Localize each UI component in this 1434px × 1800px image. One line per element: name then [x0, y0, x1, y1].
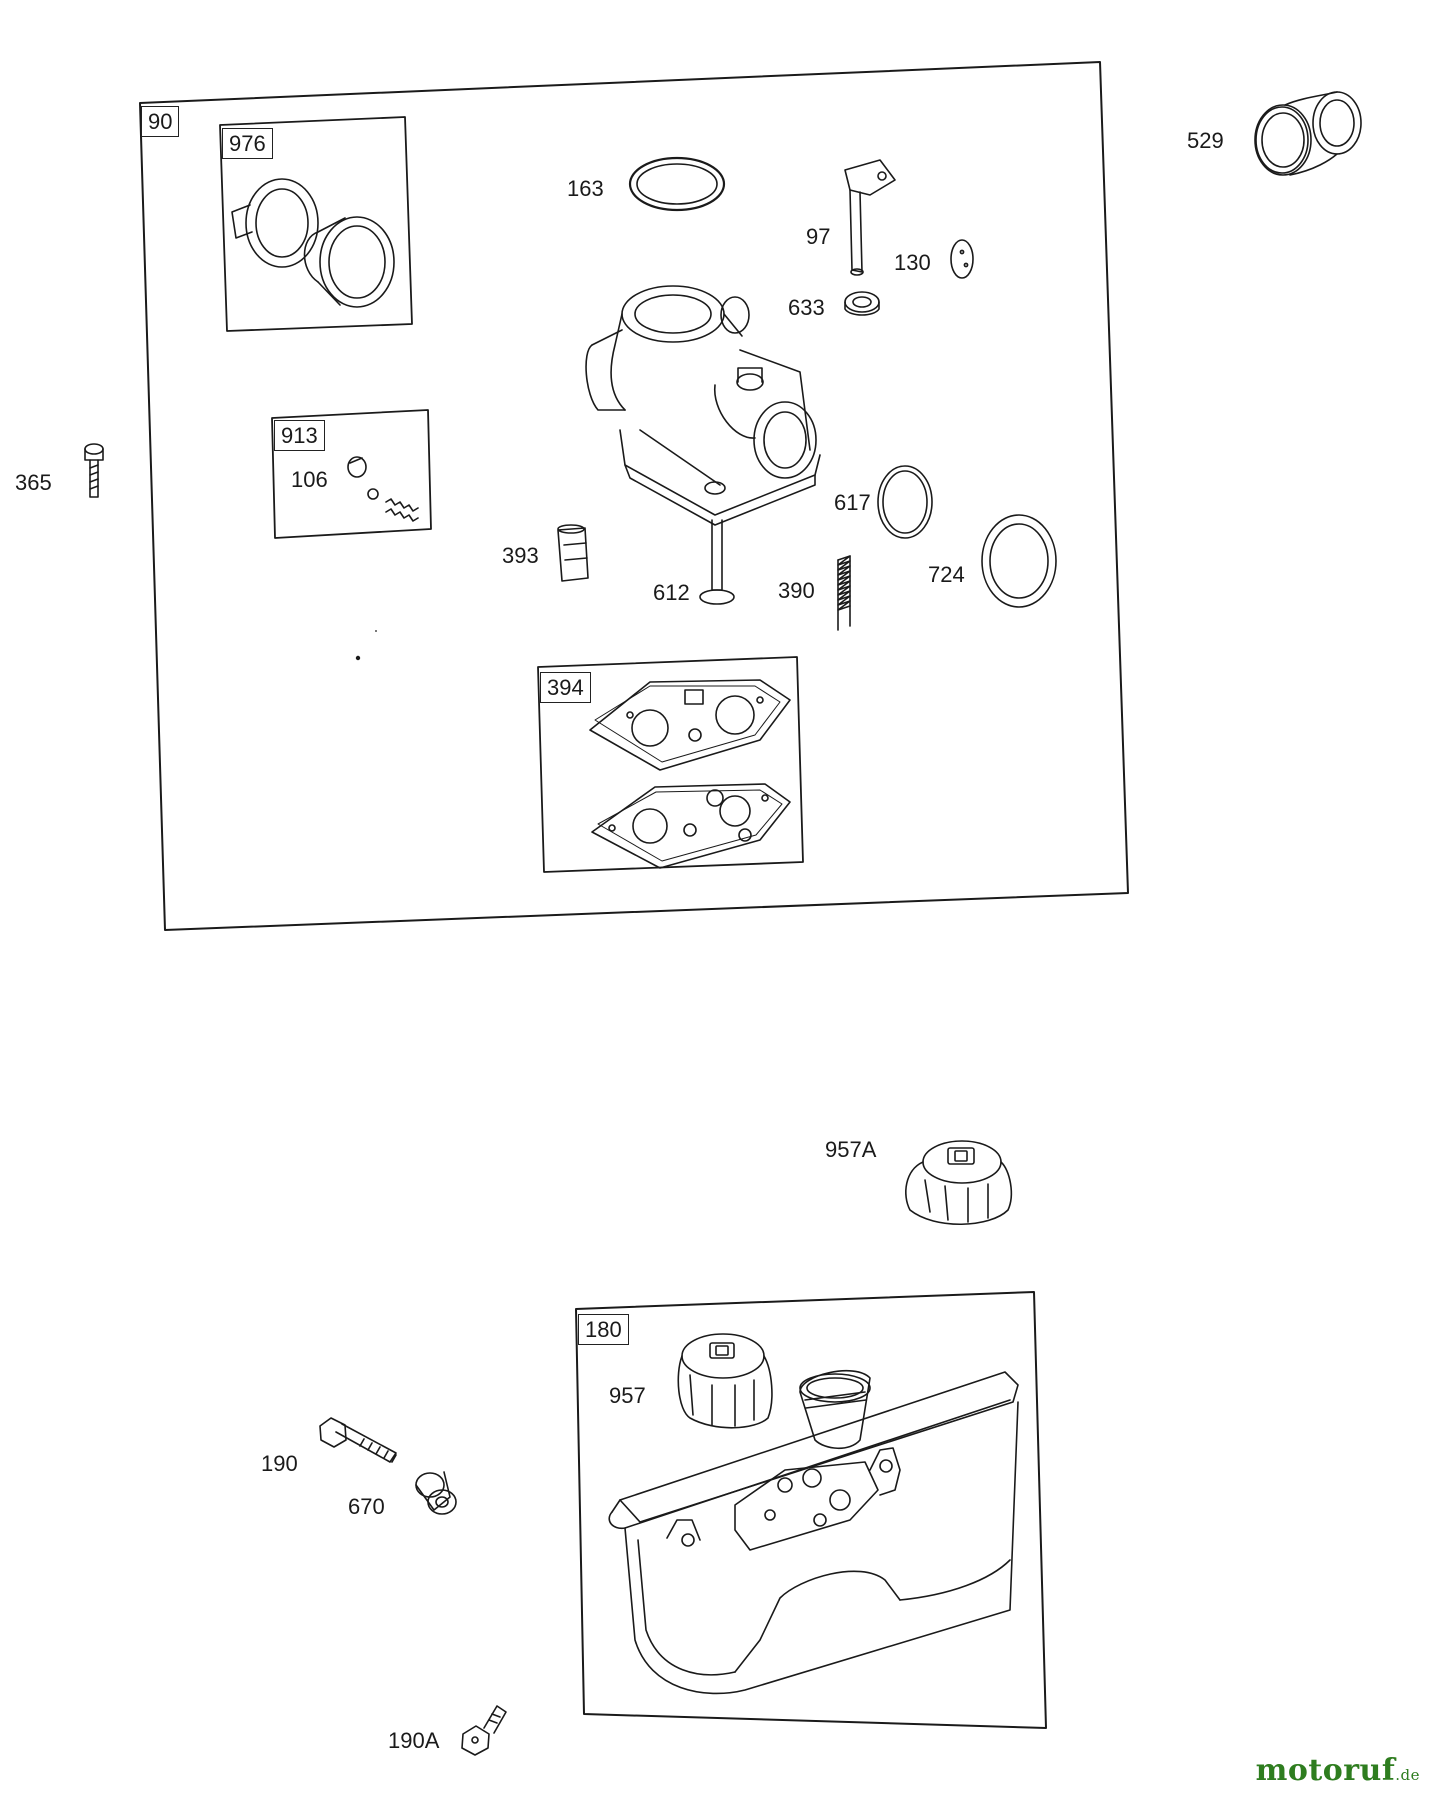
- part-label-612: 612: [653, 580, 690, 605]
- air-adapter-976-icon: [231, 178, 395, 308]
- spring-390-icon: [837, 555, 851, 631]
- fuel-tank-180-icon: [608, 1369, 1019, 1695]
- part-label-529: 529: [1187, 128, 1224, 153]
- group-label-394: 394: [540, 672, 591, 703]
- part-label-106: 106: [291, 467, 328, 492]
- part-label-365: 365: [15, 470, 52, 495]
- part-label-393: 393: [502, 543, 539, 568]
- group-976-frame: [219, 116, 413, 332]
- fuel-cap-957-icon: [677, 1333, 773, 1429]
- part-label-130: 130: [894, 250, 931, 275]
- part-label-617: 617: [834, 490, 871, 515]
- group-label-913: 913: [274, 420, 325, 451]
- gasket-163-icon: [628, 156, 726, 212]
- screw-190a-icon: [461, 1705, 507, 1756]
- group-label-90: 90: [141, 106, 180, 137]
- screw-365-icon: [84, 443, 104, 498]
- part-label-163: 163: [567, 176, 604, 201]
- needle-valve-913-icon: [347, 456, 419, 522]
- gasket-kit-394-icon: [589, 679, 791, 869]
- spacer-670-icon: [415, 1471, 457, 1515]
- group-label-180: 180: [578, 1314, 629, 1345]
- part-label-190A: 190A: [388, 1728, 440, 1753]
- part-label-390: 390: [778, 578, 815, 603]
- elbow-529-icon: [1254, 91, 1362, 176]
- group-180-frame: [575, 1291, 1047, 1729]
- part-label-190: 190: [261, 1451, 298, 1476]
- part-label-97: 97: [806, 224, 831, 249]
- watermark-name: motoruf: [1255, 1753, 1396, 1788]
- watermark-logo: motoruf.de: [1256, 1753, 1420, 1788]
- part-label-670: 670: [348, 1494, 385, 1519]
- jet-393-icon: [557, 524, 589, 582]
- throttle-shaft-97-icon: [844, 159, 896, 276]
- o-ring-617-icon: [877, 465, 933, 539]
- group-394-frame: [537, 656, 804, 873]
- gasket-724-icon: [981, 514, 1057, 608]
- group-913-frame: [271, 409, 432, 539]
- part-label-957: 957: [609, 1383, 646, 1408]
- watermark-tld: .de: [1395, 1766, 1420, 1784]
- part-label-724: 724: [928, 562, 965, 587]
- carburetor-body-icon: [585, 285, 821, 605]
- group-90-frame: [139, 61, 1129, 931]
- part-label-633: 633: [788, 295, 825, 320]
- seal-633-icon: [844, 291, 880, 316]
- part-label-957A: 957A: [825, 1137, 877, 1162]
- fuel-cap-957a-icon: [905, 1140, 1013, 1225]
- group-label-976: 976: [222, 128, 273, 159]
- bolt-190-icon: [319, 1417, 397, 1463]
- throttle-valve-130-icon: [950, 239, 974, 279]
